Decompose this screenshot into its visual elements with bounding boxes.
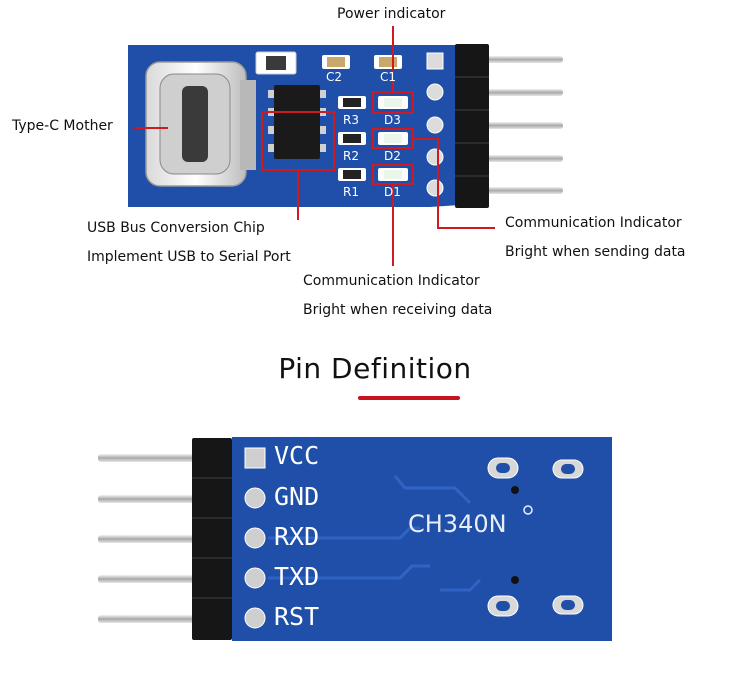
power-indicator-label: Power indicator [337, 6, 446, 22]
silk-d3: D3 [384, 113, 401, 127]
pin-label-txd: TXD [274, 562, 320, 591]
tx-callout-line [413, 138, 495, 229]
bottom-pin-vcc [98, 454, 202, 462]
top-pin-3 [485, 122, 563, 129]
chip-label-line2: Implement USB to Serial Port [87, 249, 291, 265]
bottom-header-pins [98, 454, 202, 623]
bottom-pin-txd [98, 575, 202, 583]
silk-d2: D2 [384, 149, 401, 163]
callout-lines [134, 26, 495, 266]
type-c-label: Type-C Mother [12, 118, 113, 134]
bottom-solder-pads [244, 447, 266, 629]
top-header-housing [455, 44, 489, 208]
silk-d1: D1 [384, 185, 401, 199]
leds [378, 96, 408, 181]
type-c-connector [145, 61, 256, 187]
chip-degree-mark [523, 505, 533, 515]
top-pin-5 [485, 187, 563, 194]
pcb-traces [268, 475, 482, 592]
silk-c1: C1 [380, 70, 397, 84]
silk-c2: C2 [326, 70, 343, 84]
tx-label-line2: Bright when sending data [505, 244, 686, 260]
chip-label-line1: USB Bus Conversion Chip [87, 220, 265, 236]
top-pin-4 [485, 155, 563, 162]
bottom-pin-rst [98, 615, 202, 623]
pin-label-vcc: VCC [274, 441, 320, 470]
rx-label-line1: Communication Indicator [303, 273, 480, 289]
silk-r1: R1 [343, 185, 359, 199]
top-pin-2 [485, 89, 563, 96]
bottom-pin-gnd [98, 495, 202, 503]
bottom-header-housing [192, 438, 232, 640]
top-header-pins [485, 56, 563, 194]
section-title: Pin Definition [278, 352, 472, 385]
pin-label-rxd: RXD [274, 522, 320, 551]
bottom-pin-rxd [98, 535, 202, 543]
pin-label-gnd: GND [274, 482, 320, 511]
title-underline [358, 396, 460, 400]
top-pin-1 [485, 56, 563, 63]
pin-label-rst: RST [274, 602, 320, 631]
usb-mount-pads [487, 457, 584, 617]
top-solder-pads [426, 52, 444, 197]
silk-r3: R3 [343, 113, 359, 127]
chip-name-silkscreen: CH340N [408, 510, 507, 538]
silk-r2: R2 [343, 149, 359, 163]
resistors [338, 96, 366, 181]
tx-label-line1: Communication Indicator [505, 215, 682, 231]
rx-label-line2: Bright when receiving data [303, 302, 493, 318]
